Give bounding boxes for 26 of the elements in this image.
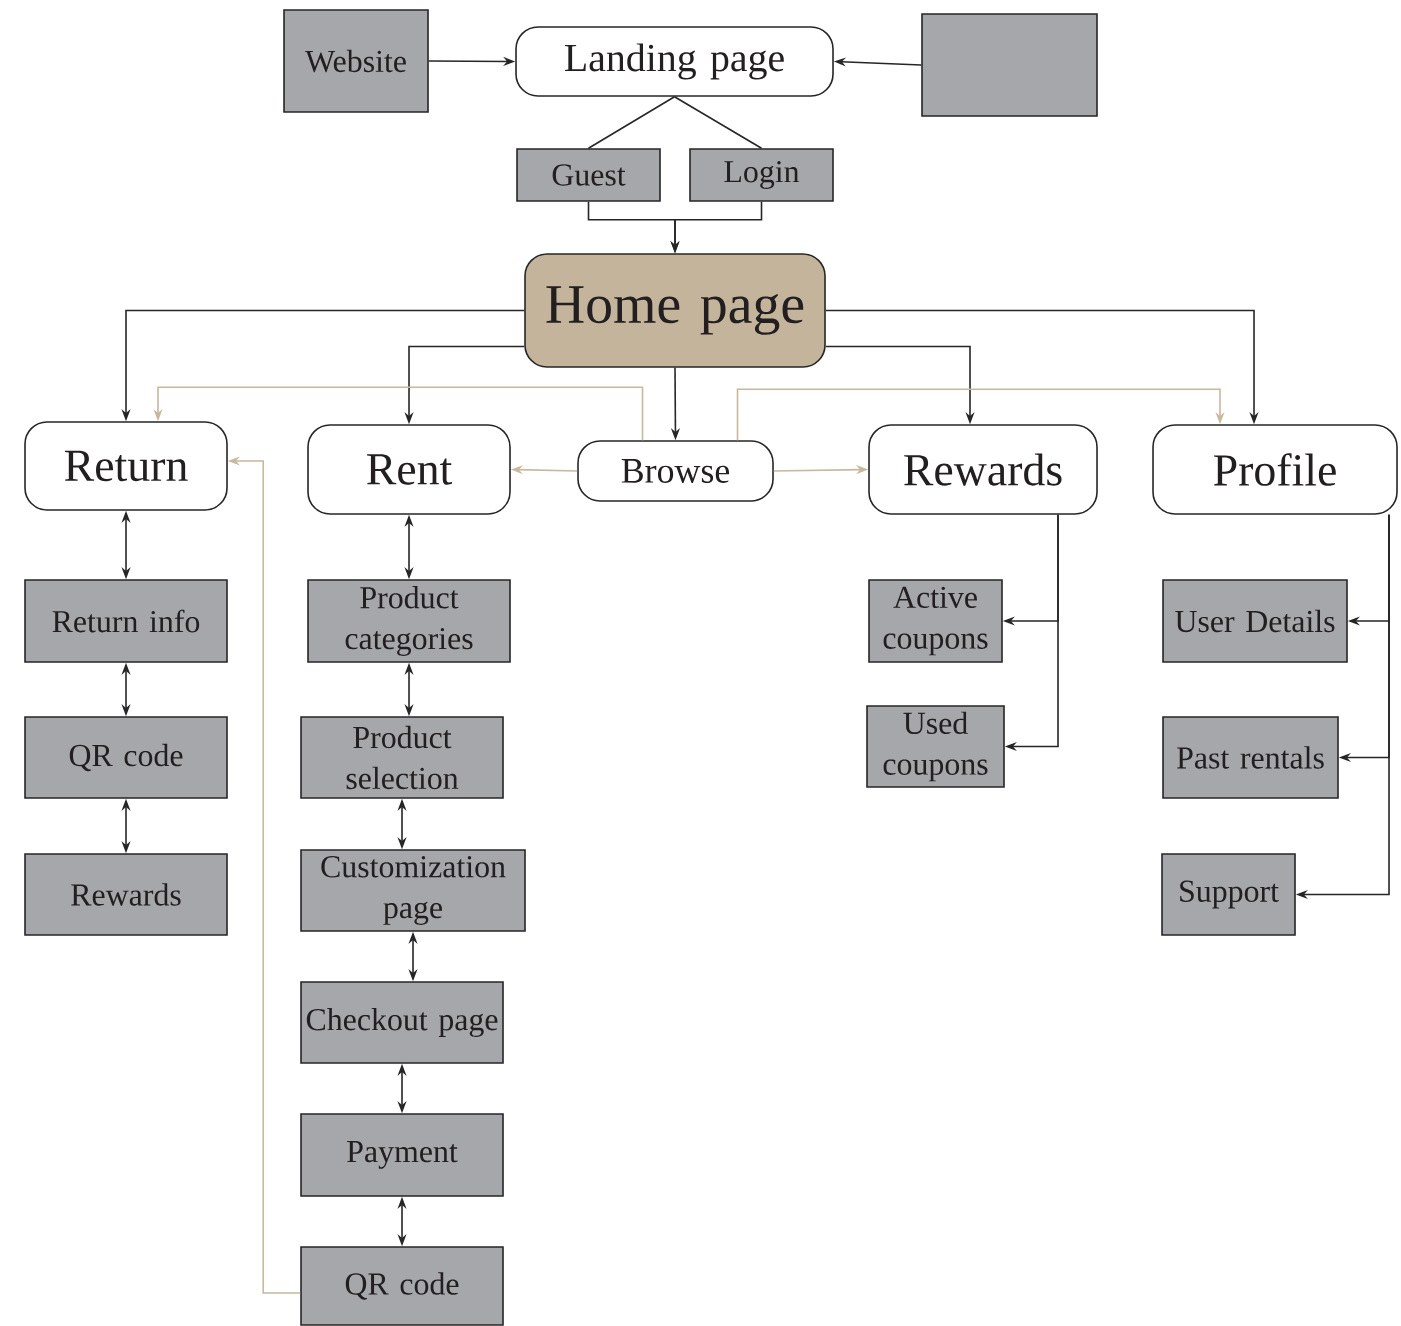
menu-box: Guest <box>516 148 661 202</box>
menu-box: Website <box>283 9 429 113</box>
menu-box <box>921 13 1098 117</box>
page-box: Rent <box>307 424 511 515</box>
menu-box: QR code <box>300 1246 504 1326</box>
page-box: Landing page <box>515 26 834 97</box>
menu-box: User Details <box>1162 579 1348 663</box>
menu-box: Rewards <box>24 853 228 936</box>
menu-box: Support <box>1161 853 1296 936</box>
menu-box: Active coupons <box>868 579 1003 663</box>
page-box: Profile <box>1152 424 1398 515</box>
menu-box: Payment <box>300 1113 504 1197</box>
menu-box: Used coupons <box>866 705 1005 788</box>
page-box: Browse <box>577 440 774 502</box>
arrow <box>736 388 1225 441</box>
menu-box: Return info <box>24 579 228 663</box>
home-page-box: Home page <box>524 253 826 368</box>
menu-box: QR code <box>24 716 228 799</box>
menu-box: Product categories <box>307 579 511 663</box>
menu-box: Login <box>689 148 834 202</box>
menu-box: Past rentals <box>1162 716 1339 799</box>
page-box: Rewards <box>868 424 1098 515</box>
page-box: Return <box>24 421 228 511</box>
menu-box: Checkout page <box>300 981 504 1064</box>
menu-box: Product selection <box>300 716 504 799</box>
menu-box: Customization page <box>300 849 526 932</box>
